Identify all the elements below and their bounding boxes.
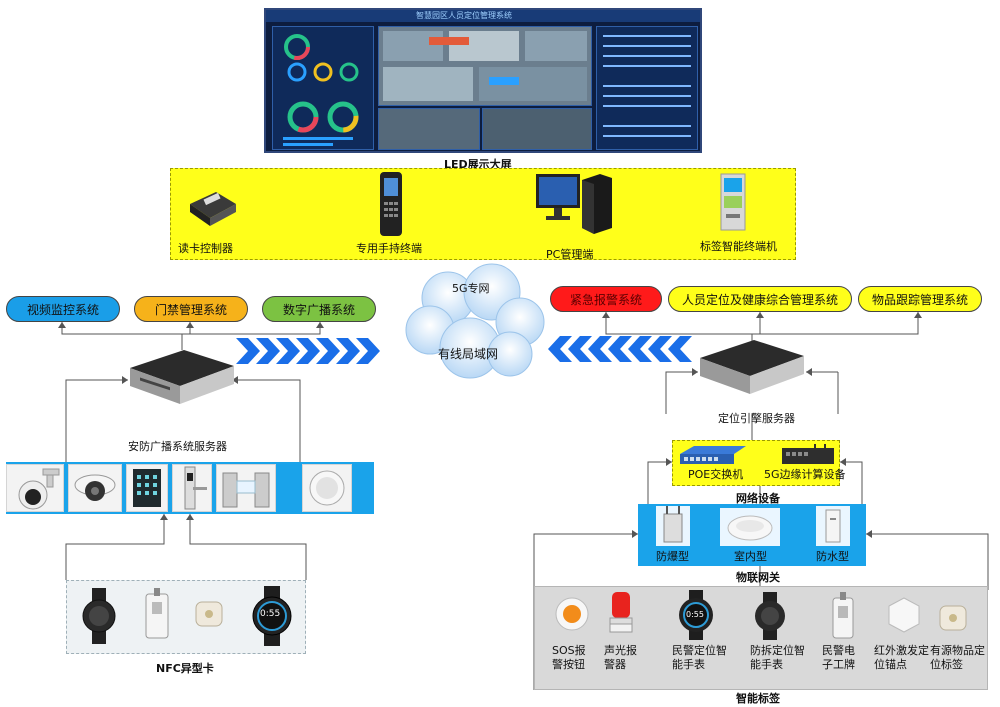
door-lock-icon: [184, 466, 207, 510]
explosion-proof-gateway-icon: [663, 506, 683, 543]
tag-icon: [195, 601, 223, 627]
device-tile-speaker: [302, 464, 352, 512]
police-watch-icon: [679, 590, 713, 640]
system-pill-video-surveillance: 视频监控系统: [6, 296, 120, 322]
tag-label-police-watch: 民警定位智能手表: [672, 644, 727, 671]
asset-tag-icon: [939, 605, 967, 631]
smart-tags-label: 智能标签: [736, 692, 780, 705]
system-label: 紧急报警系统: [569, 292, 642, 307]
sos-button-icon: [555, 597, 589, 631]
terminal-label-handheld: 专用手持终端: [356, 242, 422, 255]
system-label: 视频监控系统: [26, 302, 99, 317]
speaker-icon: [309, 470, 345, 506]
arrow-chevrons-left-to-cloud: [236, 338, 380, 364]
police-watch-time: 0:55: [686, 610, 704, 619]
gateway-tile-indoor: [720, 508, 780, 546]
infrared-anchor-icon: [888, 597, 920, 633]
handheld-terminal-icon: [380, 172, 402, 236]
terminals-group: [170, 168, 796, 260]
gateway-label-waterproof: 防水型: [816, 550, 849, 563]
waterproof-gateway-icon: [825, 509, 841, 543]
keypad-icon: [133, 469, 161, 507]
led-right-panel: [596, 26, 698, 150]
system-pill-digital-broadcast: 数字广播系统: [262, 296, 376, 322]
system-pill-emergency-alarm: 紧急报警系统: [550, 286, 662, 312]
led-gauges: [283, 34, 359, 146]
ptz-camera-icon: [18, 468, 60, 510]
system-label: 人员定位及健康综合管理系统: [681, 292, 838, 307]
device-tile-door-lock: [172, 464, 212, 512]
system-pill-personnel-location: 人员定位及健康综合管理系统: [668, 286, 852, 312]
terminal-label-card-reader: 读卡控制器: [178, 242, 233, 255]
device-tile-keypad: [126, 464, 168, 512]
cloud-label-lan: 有线局域网: [438, 347, 499, 361]
system-label: 物品跟踪管理系统: [871, 292, 968, 307]
pc-icon: [536, 174, 612, 234]
card-reader-icon: [190, 192, 236, 226]
electronic-badge-icon: [832, 592, 854, 639]
terminal-label-kiosk: 标签智能终端机: [700, 240, 777, 253]
positioning-engine-server-icon: [700, 340, 804, 394]
left-server-label: 安防广播系统服务器: [128, 440, 227, 453]
system-pill-access-control: 门禁管理系统: [134, 296, 248, 322]
gateway-label-indoor: 室内型: [734, 550, 767, 563]
nfc-watch-time: 0:55: [260, 609, 281, 619]
device-tile-dome: [68, 464, 122, 512]
led-title: 智慧园区人员定位管理系统: [416, 11, 512, 20]
device-tile-ptz: [6, 464, 64, 512]
indoor-gateway-icon: [727, 515, 773, 541]
system-pill-asset-tracking: 物品跟踪管理系统: [858, 286, 982, 312]
system-label: 数字广播系统: [282, 302, 355, 317]
network-label: 网络设备: [736, 492, 780, 505]
led-camera-feed-1: [378, 108, 480, 150]
wristband-icon: [82, 588, 116, 644]
nfc-label: NFC异型卡: [156, 662, 214, 675]
switch-icon: [680, 446, 746, 464]
smartwatch-icon: [252, 586, 292, 646]
security-broadcast-server-icon: [130, 350, 234, 404]
tag-label-sos: SOS报警按钮: [552, 644, 586, 671]
right-server-label: 定位引擎服务器: [718, 412, 795, 425]
gateway-label-explosion-proof: 防爆型: [656, 550, 689, 563]
led-display-screen: 智慧园区人员定位管理系统: [264, 8, 702, 153]
led-map-graphic: [379, 27, 591, 105]
cloud-label-5g: 5G专网: [452, 282, 490, 295]
network-label-edge: 5G边缘计算设备: [764, 468, 846, 481]
edge-device-icon: [782, 444, 834, 464]
tag-label-alarm-light: 声光报警器: [604, 644, 637, 671]
tag-label-infrared-anchor: 红外激发定位锚点: [874, 644, 929, 671]
arrow-chevrons-right-to-cloud: [548, 336, 692, 362]
led-floor-map: [378, 26, 592, 106]
tag-label-tamper-watch: 防拆定位智能手表: [750, 644, 805, 671]
cloud-icon: [405, 263, 545, 379]
device-tile-turnstile: [216, 464, 276, 512]
tag-label-electronic-badge: 民警电子工牌: [822, 644, 855, 671]
alarm-light-icon: [609, 592, 633, 633]
led-caption: LED展示大屏: [444, 158, 512, 171]
gateway-tile-waterproof: [816, 506, 850, 546]
terminal-label-pc: PC管理端: [546, 248, 594, 261]
network-label-poe-switch: POE交换机: [688, 468, 744, 481]
dome-camera-icon: [74, 474, 116, 501]
turnstile-icon: [222, 472, 270, 508]
iot-gateway-label: 物联网关: [736, 571, 780, 584]
system-label: 门禁管理系统: [154, 302, 227, 317]
led-camera-feed-2: [482, 108, 592, 150]
led-table-lines: [603, 35, 691, 137]
led-left-panel: [272, 26, 374, 150]
led-title-bar: 智慧园区人员定位管理系统: [266, 10, 700, 22]
tag-label-asset-tag: 有源物品定位标签: [930, 644, 985, 671]
badge-card-icon: [145, 588, 169, 639]
kiosk-icon: [720, 173, 746, 231]
tamper-watch-icon: [755, 592, 785, 640]
gateway-tile-explosion-proof: [656, 506, 690, 546]
